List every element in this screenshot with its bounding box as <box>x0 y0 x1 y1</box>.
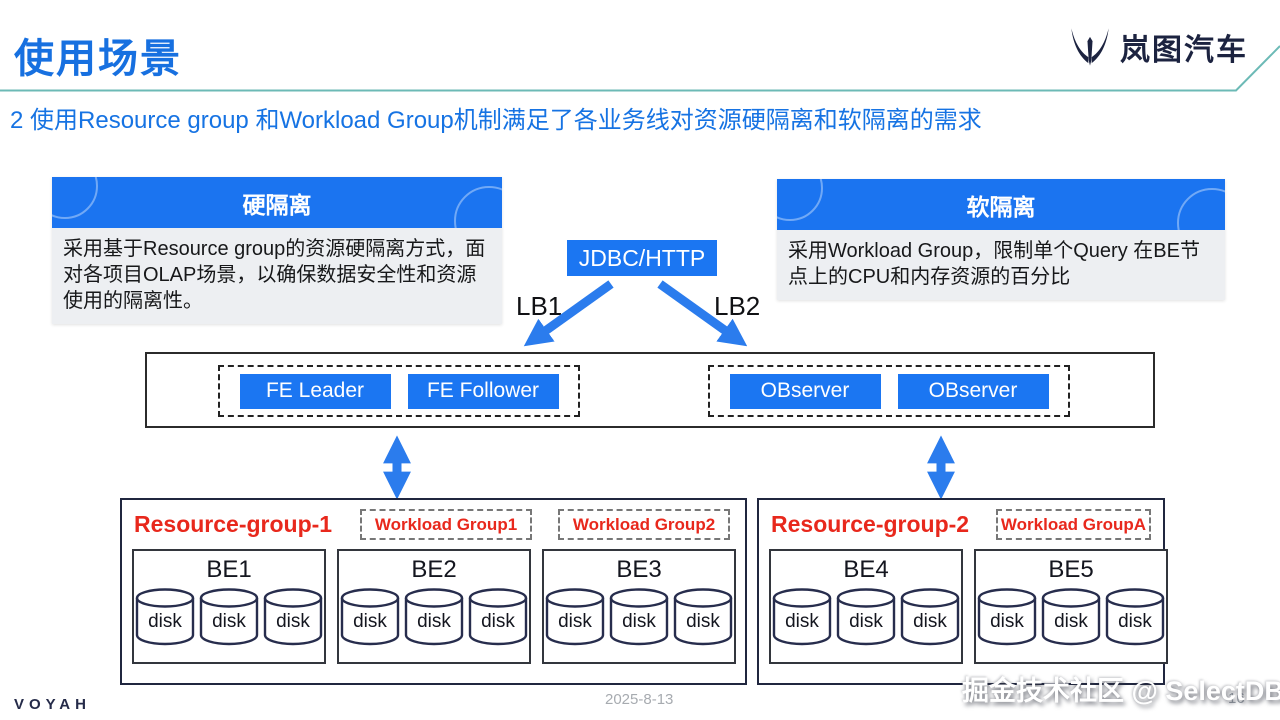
disk-cylinder-icon: disk <box>977 588 1037 646</box>
svg-text:disk: disk <box>212 611 246 632</box>
hard-isolation-card: 硬隔离 采用基于Resource group的资源硬隔离方式，面对各项目OLAP… <box>52 177 502 324</box>
soft-isolation-card-body: 采用Workload Group，限制单个Query 在BE节点上的CPU和内存… <box>777 230 1225 300</box>
svg-text:disk: disk <box>481 611 515 632</box>
svg-text:disk: disk <box>849 611 883 632</box>
hard-isolation-card-body: 采用基于Resource group的资源硬隔离方式，面对各项目OLAP场景，以… <box>52 228 502 324</box>
disk-cylinder-icon: disk <box>468 588 528 646</box>
svg-text:disk: disk <box>686 611 720 632</box>
fe-group: FE Leader FE Follower <box>218 365 580 417</box>
fe-node-button: FE Leader <box>239 373 391 409</box>
fe-node-button: FE Follower <box>407 373 559 409</box>
logo-text: 岚图汽车 <box>1120 34 1248 67</box>
disk-cylinder-icon: disk <box>263 588 323 646</box>
svg-text:disk: disk <box>1054 611 1088 632</box>
observer-group: OBserver OBserver <box>708 365 1070 417</box>
be-node-box: BE3 disk disk disk <box>542 549 736 664</box>
svg-text:disk: disk <box>558 611 592 632</box>
lb1-label: LB1 <box>516 291 563 321</box>
disk-cylinder-icon: disk <box>772 588 832 646</box>
svg-text:disk: disk <box>622 611 656 632</box>
disk-cylinder-icon: disk <box>609 588 669 646</box>
resource-group-name: Resource-group-2 <box>771 511 970 537</box>
disk-cylinder-icon: disk <box>340 588 400 646</box>
disk-cylinder-icon: disk <box>673 588 733 646</box>
disk-cylinder-icon: disk <box>135 588 195 646</box>
disk-cylinder-icon: disk <box>1105 588 1165 646</box>
be-node-label: BE4 <box>843 556 889 583</box>
jdbc-http-node: JDBC/HTTP <box>567 240 717 276</box>
be-node-label: BE5 <box>1048 556 1094 583</box>
be-node-box: BE1 disk disk disk <box>132 549 326 664</box>
voyah-brand-logo: VOYAH <box>14 696 91 713</box>
resource-group-name: Resource-group-1 <box>134 511 333 537</box>
disk-cylinder-icon: disk <box>404 588 464 646</box>
svg-text:disk: disk <box>276 611 310 632</box>
page-number: 16 <box>1228 690 1245 707</box>
soft-isolation-card: 软隔离 采用Workload Group，限制单个Query 在BE节点上的CP… <box>777 179 1225 300</box>
disk-cylinder-icon: disk <box>199 588 259 646</box>
svg-text:disk: disk <box>1118 611 1152 632</box>
voyah-wings-icon <box>1071 28 1109 66</box>
be-node-box: BE5 disk disk disk <box>974 549 1168 664</box>
disk-cylinder-icon: disk <box>1041 588 1101 646</box>
svg-text:disk: disk <box>785 611 819 632</box>
be-node-box: BE2 disk disk disk <box>337 549 531 664</box>
svg-text:disk: disk <box>417 611 451 632</box>
resource-group-1-container: Resource-group-1 Workload Group1 Workload… <box>120 498 747 685</box>
svg-text:disk: disk <box>148 611 182 632</box>
fe-node-button: OBserver <box>897 373 1049 409</box>
frontend-cluster-container: FE Leader FE Follower OBserver OBserver <box>145 352 1155 428</box>
workload-group-box: Workload Group1 <box>360 509 532 540</box>
disk-cylinder-icon: disk <box>836 588 896 646</box>
be-node-box: BE4 disk disk disk <box>769 549 963 664</box>
soft-isolation-card-title: 软隔离 <box>777 179 1225 230</box>
workload-group-box: Workload GroupA <box>996 509 1151 540</box>
be-node-label: BE1 <box>206 556 252 583</box>
fe-node-button: OBserver <box>729 373 881 409</box>
slide-subtitle: 2 使用Resource group 和Workload Group机制满足了各… <box>10 107 982 134</box>
svg-text:disk: disk <box>990 611 1024 632</box>
lb2-label: LB2 <box>714 291 761 321</box>
resource-group-2-container: Resource-group-2 Workload GroupA BE4 disk… <box>757 498 1168 685</box>
slide-date: 2025-8-13 <box>605 691 674 708</box>
svg-text:disk: disk <box>913 611 947 632</box>
workload-group-box: Workload Group2 <box>558 509 730 540</box>
be-node-label: BE3 <box>616 556 662 583</box>
disk-cylinder-icon: disk <box>545 588 605 646</box>
be-node-label: BE2 <box>411 556 457 583</box>
hard-isolation-card-title: 硬隔离 <box>52 177 502 228</box>
page-title: 使用场景 <box>14 37 182 81</box>
svg-text:disk: disk <box>353 611 387 632</box>
company-logo: 岚图汽车 <box>1068 24 1248 70</box>
disk-cylinder-icon: disk <box>900 588 960 646</box>
watermark-text: 掘金技术社区 @ SelectDB <box>962 676 1280 706</box>
